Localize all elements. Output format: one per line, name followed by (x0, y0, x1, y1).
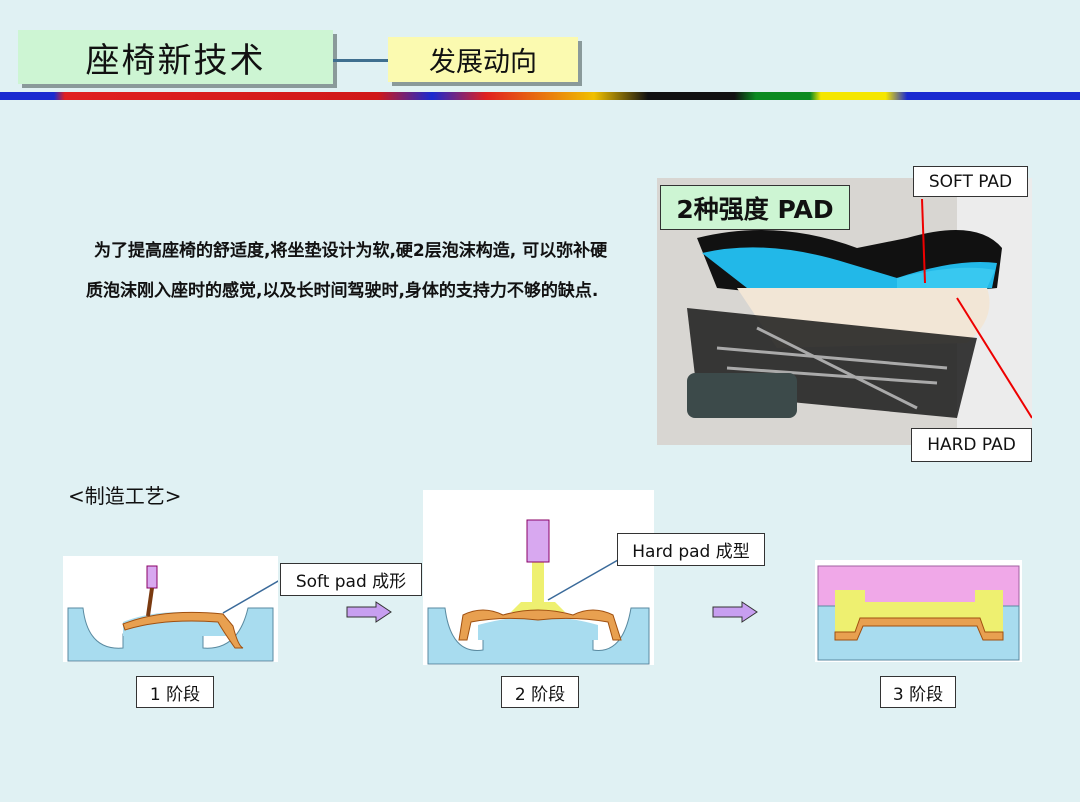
next-arrow-icon (712, 601, 758, 623)
seat-photo (657, 178, 1032, 445)
stage-1-diagram (63, 556, 281, 662)
hard-pad-label: HARD PAD (911, 428, 1032, 462)
stage-2-label: 2 阶段 (501, 676, 579, 708)
stage-2-callout: Hard pad 成型 (617, 533, 765, 566)
stage-1-label: 1 阶段 (136, 676, 214, 708)
stage-1-callout: Soft pad 成形 (280, 563, 422, 596)
stage-3-diagram (815, 560, 1022, 662)
decorative-color-band (0, 92, 1080, 100)
stage-2-diagram (423, 490, 654, 665)
description-paragraph: 为了提高座椅的舒适度,将坐垫设计为软,硬2层泡沫构造, 可以弥补硬质泡沫刚入座时… (86, 241, 608, 301)
stage-3-label: 3 阶段 (880, 676, 956, 708)
soft-pad-label: SOFT PAD (913, 166, 1028, 197)
next-arrow-icon (346, 601, 392, 623)
slide-title: 座椅新技术 (18, 30, 333, 84)
process-heading: <制造工艺> (68, 484, 182, 508)
title-connector (333, 59, 388, 62)
slide-subtitle: 发展动向 (388, 37, 578, 82)
photo-caption: 2种强度 PAD (660, 185, 850, 230)
